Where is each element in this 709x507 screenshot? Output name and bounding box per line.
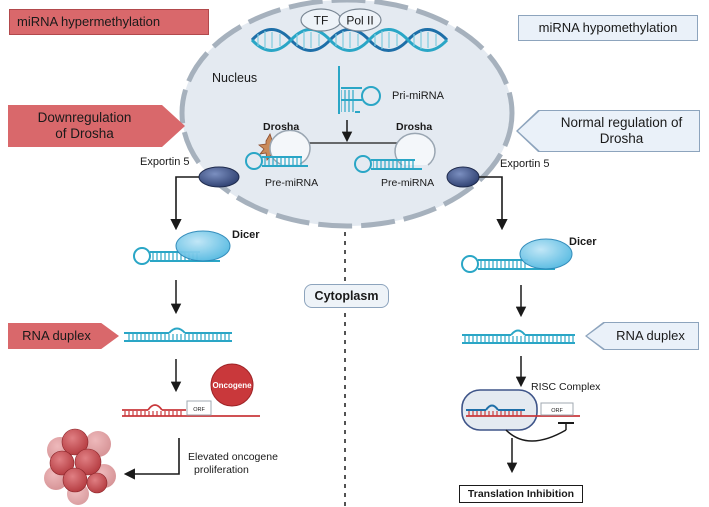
proliferation-arrow [123, 438, 180, 480]
tf-label: TF [314, 14, 329, 28]
header-hypomethylation-text: miRNA hypomethylation [538, 19, 678, 35]
pol2-label: Pol II [346, 14, 373, 28]
oncogene-badge: Oncogene [210, 363, 254, 407]
pre-mirna-left-icon [245, 152, 308, 170]
dicer-right-complex [461, 238, 573, 273]
tumor-cell-cluster-icon [44, 428, 116, 505]
nucleus [179, 0, 515, 229]
drosha-right-icon [394, 132, 436, 166]
exportin-left-icon [198, 166, 240, 188]
translation-inhibition-text: Translation Inhibition [467, 487, 575, 500]
pri-mirna-hairpin-icon [338, 66, 381, 114]
cytoplasm-text: Cytoplasm [314, 288, 379, 303]
export-arrow-right [479, 176, 508, 231]
pre-mirna-right-icon [354, 155, 422, 173]
rna-duplex-right-label: RNA duplex [587, 323, 698, 349]
pol2-protein: Pol II [338, 8, 382, 32]
rna-duplex-right-text: RNA duplex [616, 327, 685, 343]
dicer-left-label: Dicer [232, 229, 260, 241]
dicer-right-label: Dicer [569, 236, 597, 248]
cytoplasm-label: Cytoplasm [304, 284, 389, 308]
header-hypermethylation: miRNA hypermethylation [9, 9, 209, 35]
tf-protein: TF [300, 8, 342, 32]
orf-left-label: ORF [193, 407, 205, 413]
rna-duplex-left-icon [124, 327, 232, 342]
rna-duplex-left-text: RNA duplex [22, 327, 91, 343]
header-hypermethylation-text: miRNA hypermethylation [17, 13, 161, 29]
oncogene-mrna-left [122, 400, 260, 417]
exportin-left-label: Exportin 5 [140, 156, 190, 168]
export-arrow-left [170, 176, 199, 231]
risc-complex-icon [461, 389, 580, 431]
exportin-right-label: Exportin 5 [500, 158, 550, 170]
risc-label: RISC Complex [531, 381, 601, 393]
dicer-left-complex [133, 230, 231, 265]
drosha-left-icon [258, 129, 311, 165]
exportin-right-icon [446, 166, 480, 188]
outcome-left-line2: proliferation [194, 464, 249, 476]
pri-mirna-label: Pri-miRNA [392, 90, 445, 102]
pre-mirna-right-label: Pre-miRNA [381, 177, 434, 189]
outcome-left-line1: Elevated oncogene [188, 451, 278, 463]
translation-inhibition-box: Translation Inhibition [459, 485, 583, 503]
rna-duplex-right-icon [462, 329, 575, 344]
inhibition-curve [505, 429, 567, 442]
nucleus-label: Nucleus [212, 71, 257, 85]
pre-mirna-left-label: Pre-miRNA [265, 177, 318, 189]
header-hypomethylation: miRNA hypomethylation [518, 15, 698, 41]
drosha-right-label: Drosha [396, 121, 432, 133]
rna-duplex-left-label: RNA duplex [8, 323, 119, 349]
oncogene-label: Oncogene [212, 381, 252, 390]
orf-right-label: ORF [551, 408, 563, 414]
drosha-left-label: Drosha [263, 121, 299, 133]
